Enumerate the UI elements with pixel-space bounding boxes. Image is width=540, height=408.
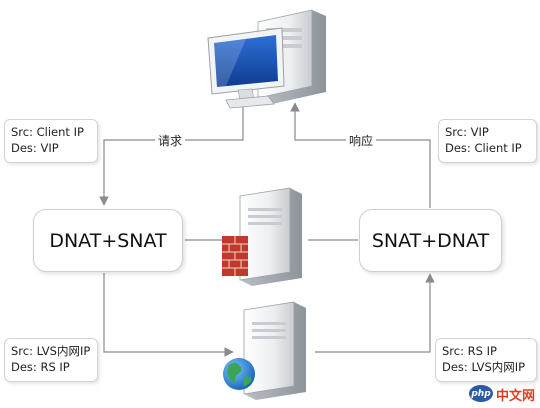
watermark-text: 中文网 (496, 389, 536, 404)
note-des: Des: Client IP (445, 141, 522, 155)
php-logo-icon: php (469, 385, 493, 402)
snat-dnat-label: SNAT+DNAT (371, 229, 490, 252)
note-src: Src: LVS内网IP (11, 344, 91, 358)
note-lvs-to-client: Src: VIP Des: Client IP (438, 119, 537, 163)
note-client-to-lvs: Src: Client IP Des: VIP (4, 119, 98, 163)
desktop-computer-icon (207, 9, 326, 109)
php-cn-watermark: php 中文网 (469, 384, 536, 404)
note-src: Src: Client IP (11, 125, 84, 139)
response-connector (290, 102, 431, 208)
note-lvs-to-rs: Src: LVS内网IP Des: RS IP (4, 338, 98, 382)
firewall-server-icon (222, 187, 302, 286)
note-src: Src: VIP (445, 125, 489, 139)
request-label: 请求 (155, 132, 186, 149)
dnat-snat-node: DNAT+SNAT (33, 209, 183, 272)
web-server-icon (223, 301, 306, 400)
note-des: Des: VIP (11, 141, 59, 155)
dnat-snat-label: DNAT+SNAT (49, 229, 167, 252)
snat-dnat-node: SNAT+DNAT (359, 209, 502, 272)
brick-wall-icon (222, 236, 248, 276)
forward-connector (103, 273, 234, 357)
note-src: Src: RS IP (442, 344, 497, 358)
note-rs-to-lvs: Src: RS IP Des: LVS内网IP (435, 338, 537, 382)
return-connector (315, 273, 435, 353)
note-des: Des: RS IP (11, 360, 70, 374)
note-des: Des: LVS内网IP (442, 360, 526, 374)
response-label: 响应 (346, 132, 377, 149)
globe-icon (223, 358, 255, 390)
request-connector (99, 106, 244, 206)
